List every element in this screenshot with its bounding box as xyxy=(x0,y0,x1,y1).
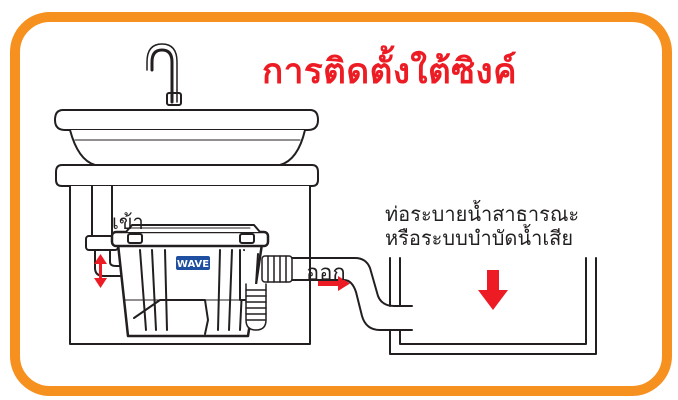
corrugated-outlet-hose xyxy=(245,283,267,331)
inlet-updown-arrow-icon xyxy=(94,254,107,288)
flow-arrows xyxy=(94,254,508,310)
faucet-icon xyxy=(146,43,182,106)
sink-drain-pipe xyxy=(85,185,125,277)
destination-label-line1: ท่อระบายน้ำสาธารณะ xyxy=(385,202,580,226)
destination-label-line2: หรือระบบบำบัดน้ำเสีย xyxy=(385,226,574,250)
public-drain-tank xyxy=(389,257,597,355)
sink-basin xyxy=(54,109,319,166)
countertop xyxy=(55,164,319,187)
drain-down-arrow-icon xyxy=(478,270,508,310)
outlet-right-arrow-icon xyxy=(318,276,350,291)
outlet-coupling xyxy=(261,255,293,283)
outlet-label: ออก xyxy=(306,261,346,286)
grease-trap-box xyxy=(110,224,270,338)
wave-brand-badge: WAVE xyxy=(176,256,210,270)
page-title: การติดตั้งใต้ซิงค์ xyxy=(262,52,517,92)
outlet-pipe xyxy=(291,257,413,331)
svg-text:WAVE: WAVE xyxy=(177,259,209,270)
inlet-label: เข้า xyxy=(112,210,144,234)
